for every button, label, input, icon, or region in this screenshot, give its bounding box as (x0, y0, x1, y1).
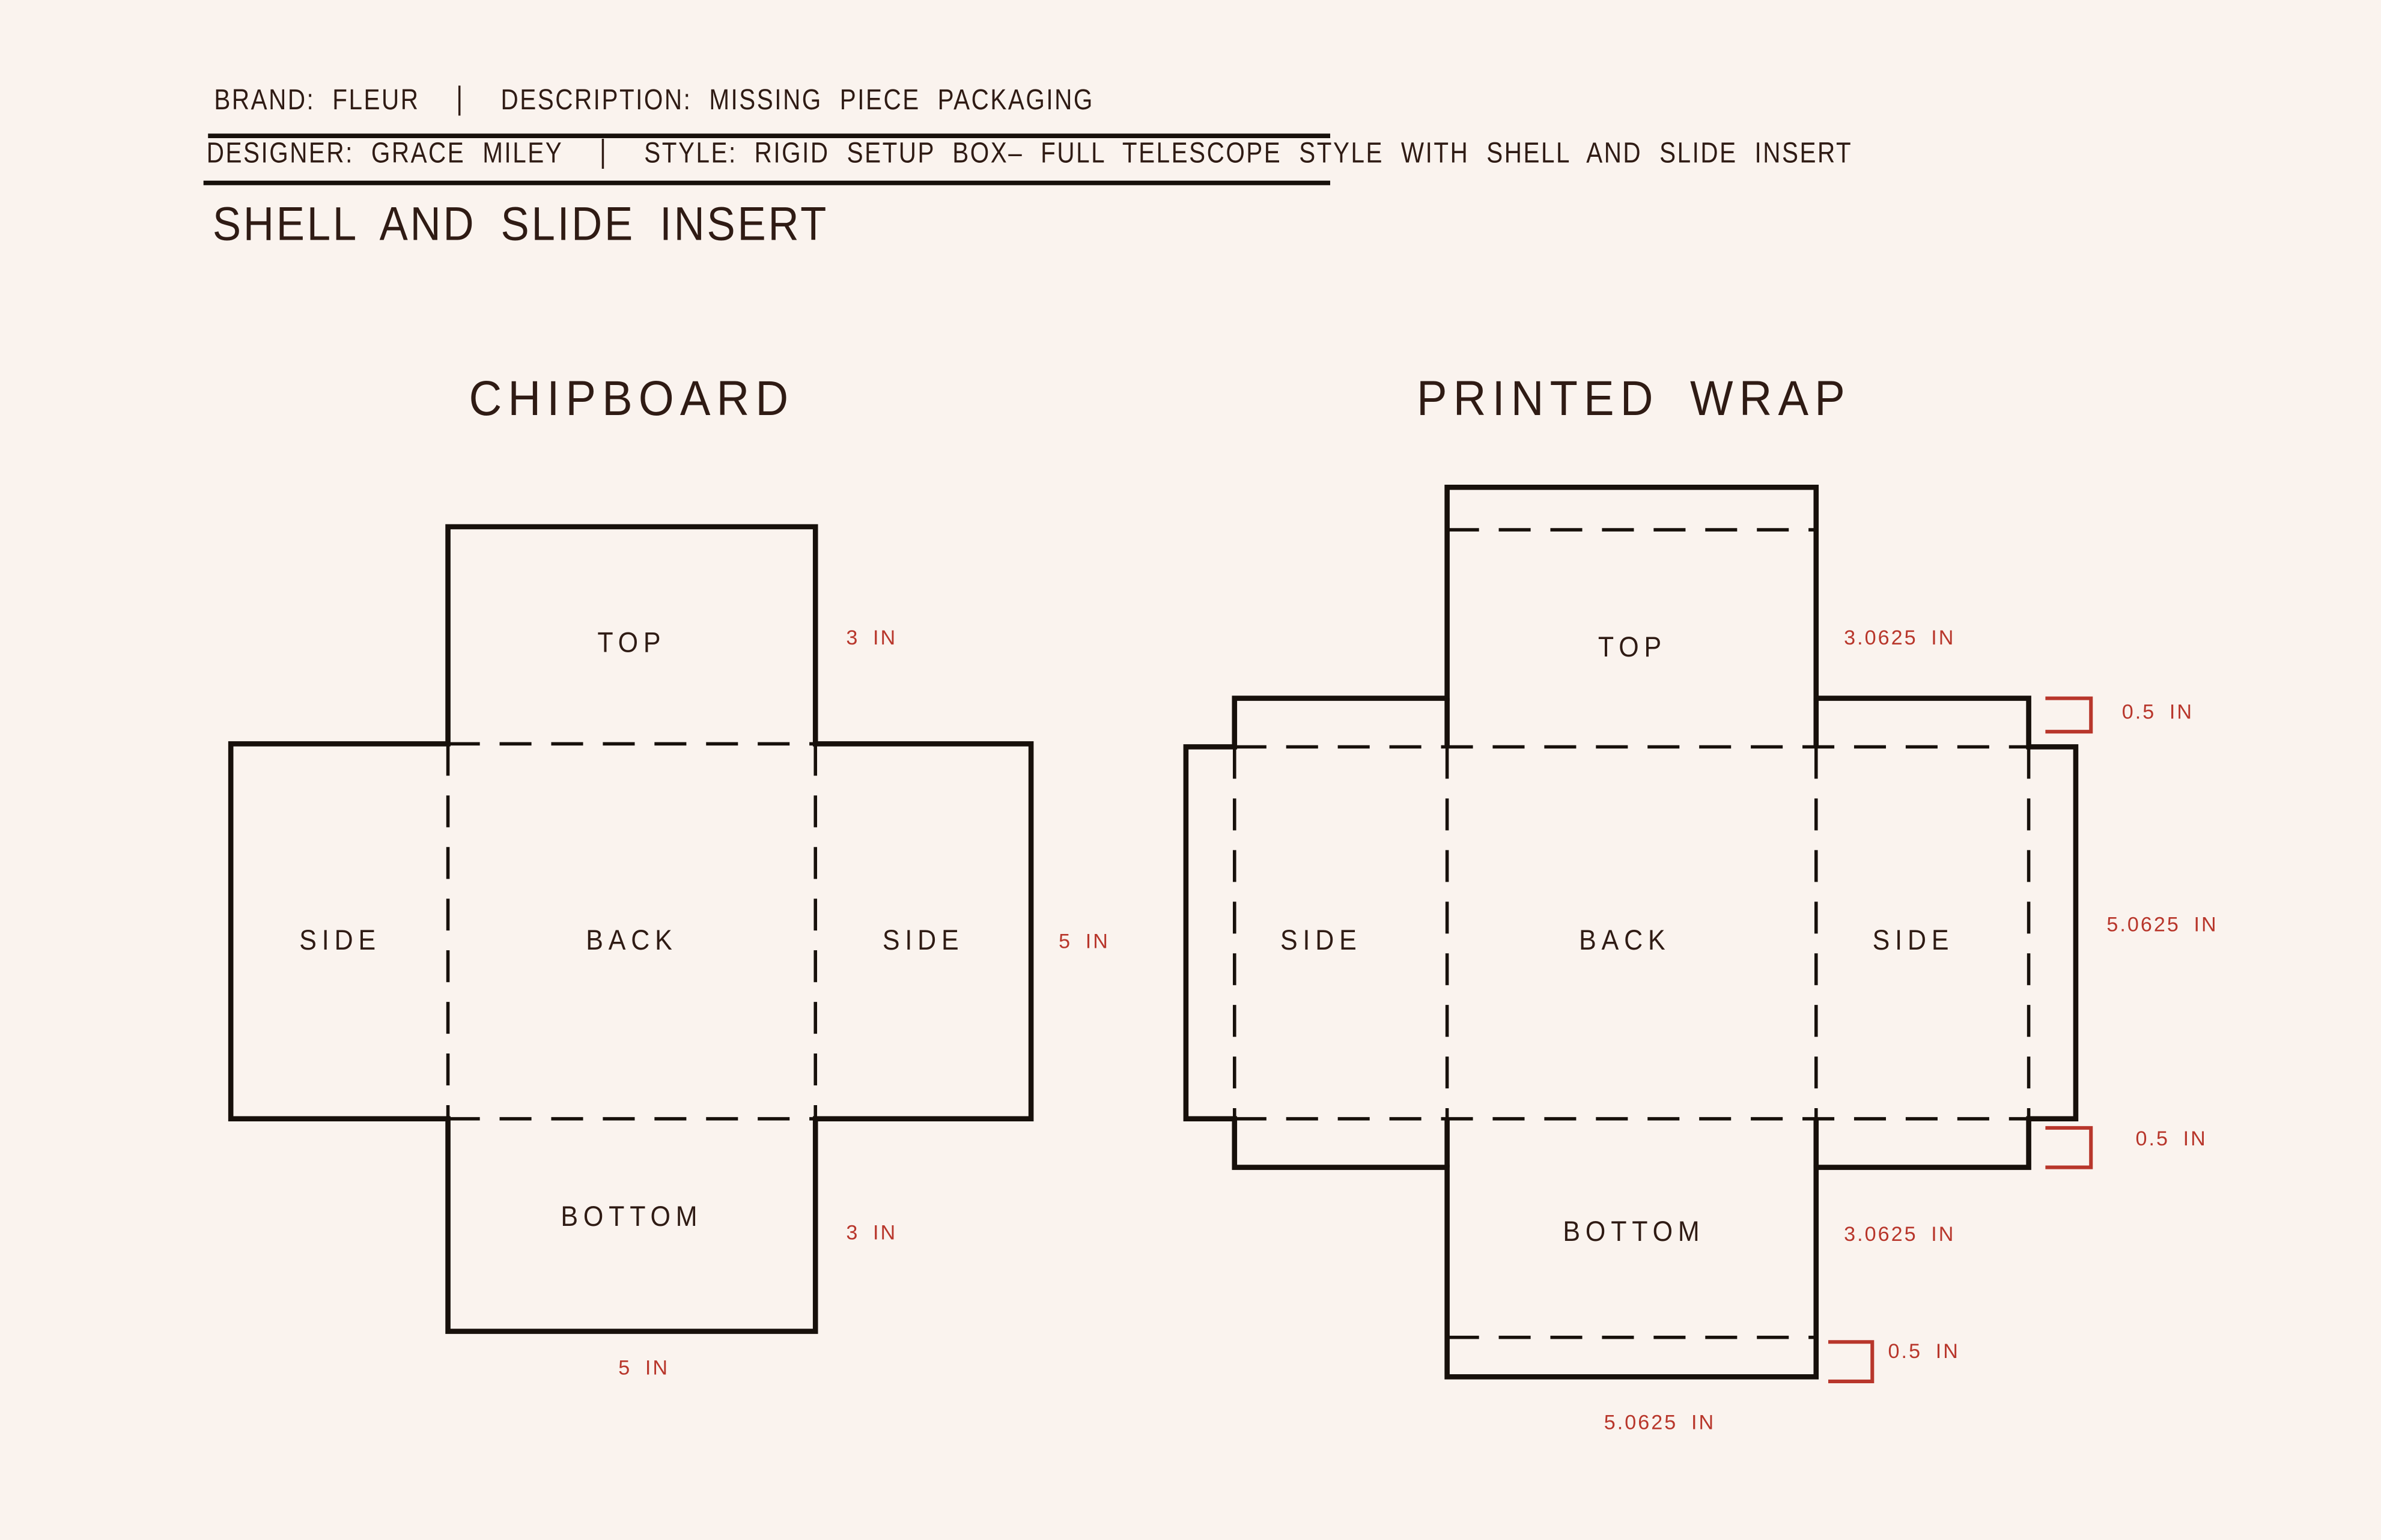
printed-wrap-dim-middle-height: 5.0625 IN (2106, 913, 2218, 936)
dimension-bracket-top-step (2045, 696, 2093, 734)
brand-field: BRAND: FLEUR (214, 85, 420, 117)
header-rule-2 (203, 180, 1331, 185)
printed-wrap-panel-label-side-left: SIDE (1280, 924, 1362, 957)
page-title: SHELL AND SLIDE INSERT (212, 197, 829, 250)
printed-wrap-dim-top-step: 0.5 IN (2121, 700, 2194, 724)
chipboard-dim-middle-height: 5 IN (1059, 930, 1110, 953)
printed-wrap-panel-label-bottom: BOTTOM (1563, 1216, 1705, 1248)
chipboard-dim-bottom-height: 3 IN (846, 1221, 898, 1244)
printed-wrap-dim-bottom-step: 0.5 IN (2135, 1127, 2207, 1150)
designer-field: DESIGNER: GRACE MILEY (206, 139, 564, 170)
printed-wrap-panel-label-top: TOP (1598, 631, 1667, 664)
printed-wrap-panel-label-side-right: SIDE (1872, 924, 1954, 957)
header-row-brand: BRAND: FLEUR | DESCRIPTION: MISSING PIEC… (214, 80, 1094, 119)
chipboard-panel-label-top: TOP (597, 626, 666, 659)
printed-wrap-dim-bottom-flap: 0.5 IN (1888, 1339, 1960, 1363)
description-field: DESCRIPTION: MISSING PIECE PACKAGING (500, 85, 1094, 117)
printed-wrap-dim-width: 5.0625 IN (1604, 1411, 1716, 1434)
dimension-bracket-bottom-step (2045, 1126, 2093, 1169)
chipboard-title: CHIPBOARD (469, 372, 795, 426)
printed-wrap-dim-top-height: 3.0625 IN (1844, 626, 1956, 649)
chipboard-panel-label-bottom: BOTTOM (561, 1201, 703, 1232)
printed-wrap-dim-bottom-height: 3.0625 IN (1844, 1222, 1956, 1246)
chipboard-dim-top-height: 3 IN (846, 626, 898, 649)
chipboard-panel-label-side-right: SIDE (882, 924, 964, 957)
header-divider-1: | (456, 80, 464, 117)
style-field: STYLE: RIGID SETUP BOX– FULL TELESCOPE S… (644, 139, 1853, 170)
header-divider-2: | (599, 133, 608, 170)
header-row-designer: DESIGNER: GRACE MILEY | STYLE: RIGID SET… (206, 133, 1853, 172)
printed-wrap-title: PRINTED WRAP (1417, 372, 1851, 426)
dimension-bracket-bottom-flap (1828, 1340, 1875, 1383)
header-rule-1 (208, 133, 1331, 138)
chipboard-panel-label-back: BACK (586, 924, 678, 957)
chipboard-panel-label-side-left: SIDE (299, 924, 381, 957)
printed-wrap-panel-label-back: BACK (1579, 924, 1671, 957)
chipboard-dim-width: 5 IN (618, 1356, 670, 1380)
